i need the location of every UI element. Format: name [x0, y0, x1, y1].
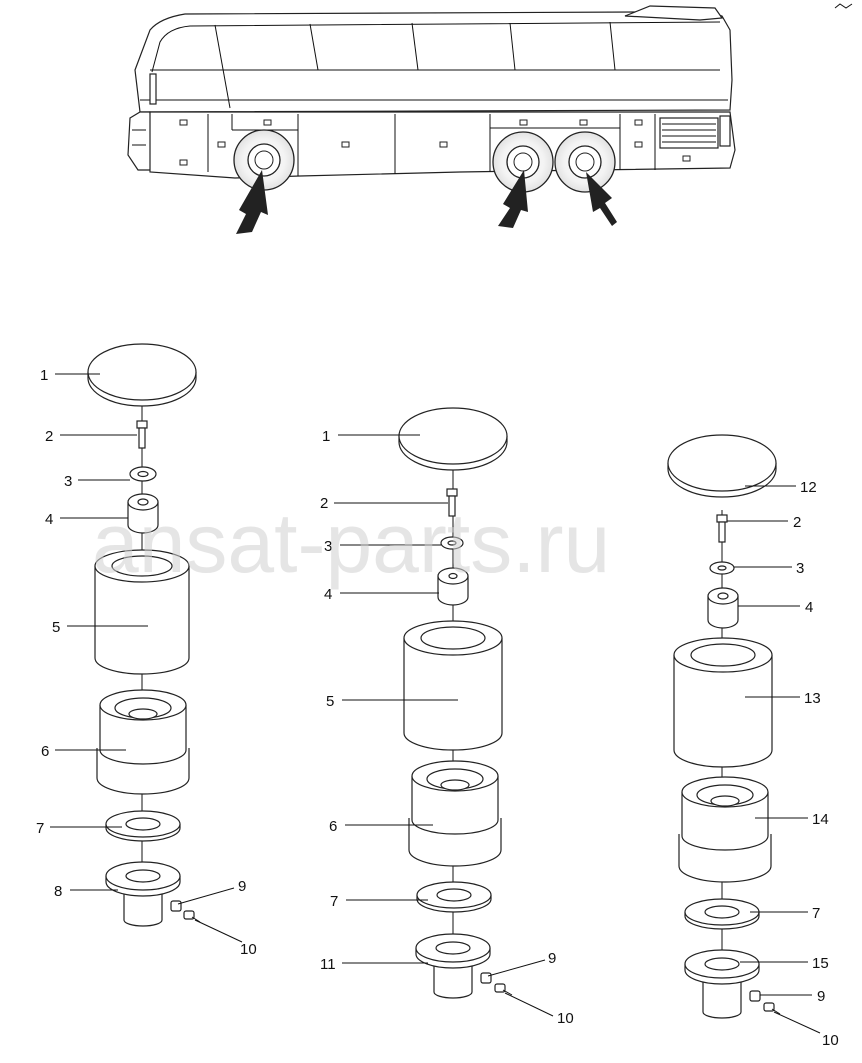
label-right-13: 13: [804, 690, 821, 707]
part-plate-washer: [684, 898, 760, 930]
label-right-2: 2: [793, 514, 801, 531]
label-middle-6: 6: [329, 818, 337, 835]
part-base-sleeve: [105, 861, 181, 927]
label-left-1: 1: [40, 367, 48, 384]
parts-group-left: 1 2 3 4 5 6 7 8 9 10: [36, 343, 257, 958]
label-left-2: 2: [45, 428, 53, 445]
label-right-10: 10: [822, 1032, 839, 1049]
part-rubber-spring: [673, 637, 773, 768]
watermark: ansat-parts.ru: [92, 496, 610, 590]
label-left-9: 9: [238, 878, 246, 895]
arrow-front-wheel: [236, 170, 268, 234]
part-washer: [440, 536, 464, 550]
label-middle-5: 5: [326, 693, 334, 710]
part-washer: [129, 466, 157, 482]
label-middle-1: 1: [322, 428, 330, 445]
label-left-8: 8: [54, 883, 62, 900]
parts-group-middle: 1 2 3 4 5 6 7 11 9 10: [320, 407, 574, 1027]
label-right-12: 12: [800, 479, 817, 496]
part-rubber-spring: [94, 549, 190, 675]
label-right-9: 9: [817, 988, 825, 1005]
label-middle-10: 10: [557, 1010, 574, 1027]
arrow-rear-wheel: [586, 172, 617, 226]
label-right-15: 15: [812, 955, 829, 972]
part-screw: [183, 910, 201, 923]
label-middle-7: 7: [330, 893, 338, 910]
part-bolt: [716, 514, 728, 543]
label-left-5: 5: [52, 619, 60, 636]
part-bushing-small: [127, 493, 159, 534]
label-middle-2: 2: [320, 495, 328, 512]
label-right-14: 14: [812, 811, 829, 828]
part-cap: [398, 407, 508, 471]
part-base-sleeve: [415, 933, 491, 999]
part-washer: [709, 561, 735, 575]
part-mount: [678, 776, 772, 883]
label-left-6: 6: [41, 743, 49, 760]
label-middle-9: 9: [548, 950, 556, 967]
part-rubber-spring: [403, 620, 503, 751]
part-base-sleeve: [684, 949, 760, 1019]
part-nut: [170, 900, 182, 912]
label-left-7: 7: [36, 820, 44, 837]
part-nut: [749, 990, 761, 1002]
label-middle-3: 3: [324, 538, 332, 555]
arrow-middle-wheel: [498, 170, 528, 228]
label-left-10: 10: [240, 941, 257, 958]
part-screw: [494, 983, 513, 996]
part-cap: [87, 343, 197, 407]
label-right-7: 7: [812, 905, 820, 922]
part-cap: [667, 434, 777, 498]
label-middle-11: 11: [320, 956, 336, 973]
part-mount: [408, 760, 502, 867]
part-bolt: [446, 488, 458, 517]
label-right-3: 3: [796, 560, 804, 577]
part-plate-washer: [416, 881, 492, 913]
part-bushing-small: [437, 567, 469, 606]
part-screw: [763, 1002, 781, 1015]
label-right-4: 4: [805, 599, 813, 616]
label-middle-4: 4: [324, 586, 332, 603]
part-bolt: [136, 420, 148, 449]
part-bushing-small: [707, 587, 739, 629]
label-left-4: 4: [45, 511, 53, 528]
parts-group-right: 12 2 3 4 13 14 7 15 9 10: [667, 434, 839, 1049]
front-wheel: [233, 129, 295, 191]
label-left-3: 3: [64, 473, 72, 490]
part-plate-washer: [105, 810, 181, 842]
part-nut: [480, 972, 492, 984]
rear-wheel: [554, 131, 616, 193]
part-mount: [96, 689, 190, 795]
bus-illustration: [127, 3, 853, 234]
